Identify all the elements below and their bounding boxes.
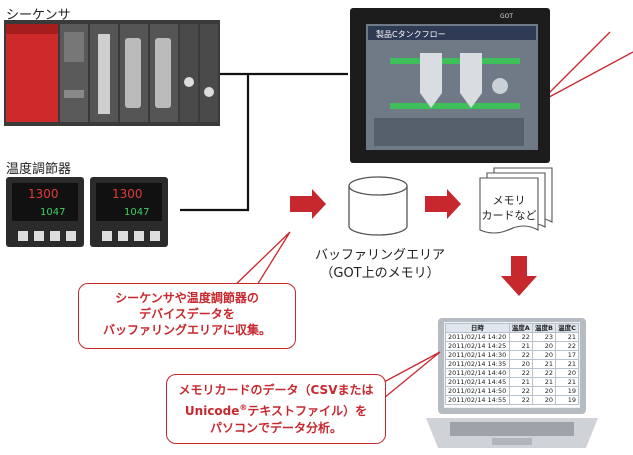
plc-comm-module-2 xyxy=(200,24,218,122)
memory-card-label-1: メモリ xyxy=(492,194,526,207)
memory-card-docs-icon xyxy=(479,167,553,234)
callout-collect: シーケンサや温度調節器の デバイスデータを バッファリングエリアに収集。 xyxy=(78,283,296,349)
plc-comm-module-1 xyxy=(180,24,198,122)
plc-rack xyxy=(4,20,220,126)
callout-analyze-line-1: メモリカードのデータ（CSVまたは xyxy=(178,383,374,397)
callout-collect-line-3: バッファリングエリアに収集。 xyxy=(102,323,271,337)
arrow-to-memory-card xyxy=(425,189,461,219)
temp-controller-label: 温度調節器 xyxy=(6,162,72,177)
callout-analyze-line-2: Unicode®テキストファイル）を xyxy=(184,403,368,418)
got-brand: GOT xyxy=(500,13,513,20)
controller-pv-1: 1300 xyxy=(28,187,59,201)
callout-pointer-got-2 xyxy=(539,51,633,103)
arrow-to-pc xyxy=(501,256,537,296)
got-screen-title: 製品Cタンクフロー xyxy=(376,29,446,39)
temp-to-got-line xyxy=(180,74,250,212)
controller-sv-1: 1047 xyxy=(40,207,65,218)
sequencer-label: シーケンサ xyxy=(6,8,71,23)
callout-analyze: メモリカードのデータ（CSVまたは Unicode®テキストファイル）を パソコ… xyxy=(166,374,386,444)
plc-power-module xyxy=(6,24,58,122)
arrow-to-buffer xyxy=(290,189,326,219)
memory-card-label-2: カードなど xyxy=(481,209,537,222)
temp-controllers: 1300 1047 1300 1047 xyxy=(6,177,168,247)
callout-pointer-got xyxy=(539,31,611,103)
temp-controller-2: 1300 1047 xyxy=(90,177,168,247)
controller-pv-2: 1300 xyxy=(112,187,143,201)
controller-sv-2: 1047 xyxy=(124,207,149,218)
callout-collect-line-2: デバイスデータを xyxy=(139,307,235,321)
temp-controller-1: 1300 1047 xyxy=(6,177,84,247)
buffer-area-sublabel: （GOT上のメモリ） xyxy=(320,266,440,281)
buffer-area-label: バッファリングエリア xyxy=(314,248,445,263)
callout-collect-line-1: シーケンサや温度調節器の xyxy=(115,291,259,305)
got-hmi-panel: 製品Cタンクフロー GOT xyxy=(350,8,550,163)
callout-analyze-line-3: パソコンでデータ分析。 xyxy=(209,421,342,435)
buffer-cylinder-icon xyxy=(348,176,408,236)
